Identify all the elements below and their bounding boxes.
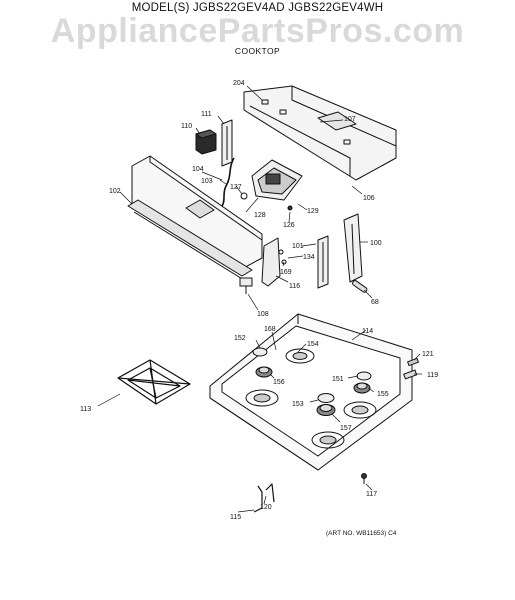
part-bracket-111 [221, 119, 233, 167]
part-head-155 [353, 382, 371, 394]
callout-108: 108 [257, 311, 269, 318]
burner-left-rear [285, 348, 315, 364]
callout-115: 115 [230, 514, 241, 521]
callout-101: 101 [292, 243, 304, 250]
callout-107: 107 [344, 116, 356, 123]
callout-169: 169 [280, 269, 292, 276]
burner-left-front [245, 389, 279, 407]
part-grate-113 [117, 359, 191, 405]
callout-129: 129 [307, 208, 319, 215]
part-knob-127 [240, 192, 248, 200]
part-rail-101 [317, 235, 329, 289]
callout-119: 119 [427, 372, 438, 379]
part-cap-153 [317, 393, 335, 403]
part-bracket-100 [343, 213, 363, 283]
callout-154: 154 [307, 341, 319, 348]
part-back-panel [243, 85, 397, 181]
callout-155: 155 [377, 391, 389, 398]
part-clip-121 [407, 357, 419, 367]
callout-134: 134 [303, 254, 315, 261]
callout-103: 103 [201, 178, 213, 185]
callout-102: 102 [109, 188, 121, 195]
part-roller-68 [352, 280, 368, 293]
callout-168: 168 [264, 326, 276, 333]
burner-right-rear [343, 401, 377, 419]
callout-120: 120 [260, 504, 272, 511]
section-title: COOKTOP [234, 46, 281, 56]
callout-113: 113 [80, 406, 91, 413]
callout-204: 204 [233, 80, 245, 87]
part-screw-126 [287, 205, 293, 211]
part-cap-151 [356, 371, 372, 381]
burner-right-front [311, 431, 345, 449]
part-wire-103 [221, 157, 235, 207]
model-title: MODEL(S) JGBS22GEV4AD JGBS22GEV4WH [131, 2, 384, 14]
callout-68: 68 [371, 299, 379, 306]
callout-128: 128 [254, 212, 266, 219]
callout-111: 111 [201, 111, 212, 118]
callout-114: 114 [362, 328, 373, 335]
art-number: (ART NO. WB11653) C4 [326, 530, 397, 537]
callout-126: 126 [283, 222, 295, 229]
watermark: AppliancePartsPros.com [50, 12, 465, 50]
part-head-156 [255, 366, 273, 378]
part-control-panel [127, 155, 263, 281]
callout-157: 157 [340, 425, 352, 432]
callout-151: 151 [332, 376, 344, 383]
callout-104: 104 [192, 166, 204, 173]
callout-110: 110 [181, 123, 192, 130]
callout-labels: 204 111 107 110 104 103 127 106 128 129 … [80, 80, 438, 521]
part-valve-bracket [261, 237, 287, 287]
callout-116: 116 [289, 283, 300, 290]
part-screw-117 [361, 473, 367, 484]
leader-lines [97, 85, 422, 513]
callout-100: 100 [370, 240, 382, 247]
part-rod-115 [253, 483, 275, 513]
part-cap-152 [252, 347, 268, 357]
part-control-module [251, 159, 303, 201]
part-module-110 [195, 129, 217, 155]
callout-153: 153 [292, 401, 304, 408]
part-bracket-108 [239, 277, 253, 294]
callout-106: 106 [363, 195, 375, 202]
callout-121: 121 [422, 351, 434, 358]
part-head-157 [316, 404, 336, 416]
callout-156: 156 [273, 379, 285, 386]
callout-152: 152 [234, 335, 246, 342]
callout-117: 117 [366, 491, 377, 498]
callout-127: 127 [230, 184, 242, 191]
part-clip-119 [403, 369, 418, 380]
